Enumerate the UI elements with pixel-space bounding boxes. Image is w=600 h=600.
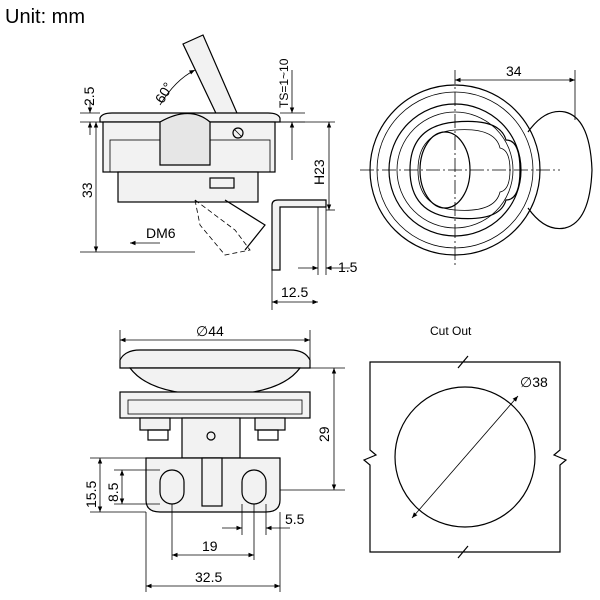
cutout-view: Cut Out ∅38 bbox=[362, 324, 568, 559]
dim-33: 33 bbox=[79, 182, 95, 198]
latch-plate bbox=[271, 199, 327, 271]
dim-19: 19 bbox=[202, 538, 218, 554]
h-label: H23 bbox=[311, 159, 327, 185]
plate-outline bbox=[362, 355, 568, 559]
handle-raised bbox=[182, 34, 241, 127]
dim-15-5: 15.5 bbox=[83, 481, 99, 508]
dim-1-5: 1.5 bbox=[338, 259, 358, 275]
dim-5-5: 5.5 bbox=[285, 511, 305, 527]
ts-label: TS=1~10 bbox=[277, 58, 291, 108]
side-view: 60° 2.5 33 DM6 TS=1~10 H23 1.5 bbox=[79, 34, 358, 310]
dim-8-5: 8.5 bbox=[105, 482, 121, 502]
unit-label: Unit: mm bbox=[5, 6, 85, 28]
finger-pull bbox=[409, 120, 521, 220]
back-view: 34 bbox=[360, 63, 593, 265]
dim-29: 29 bbox=[316, 426, 332, 442]
front-view: ∅44 29 15.5 8. bbox=[83, 323, 345, 592]
dia-38: ∅38 bbox=[520, 374, 548, 390]
dim-32-5: 32.5 bbox=[195, 569, 222, 585]
angle-label: 60° bbox=[152, 80, 176, 106]
dim-2-5: 2.5 bbox=[81, 86, 97, 106]
cutout-circle bbox=[394, 386, 536, 528]
dm-label: DM6 bbox=[146, 225, 176, 241]
cutout-title: Cut Out bbox=[430, 324, 472, 338]
dim-34: 34 bbox=[506, 63, 522, 79]
screw-icon bbox=[232, 127, 244, 139]
dim-12-5: 12.5 bbox=[281, 284, 308, 300]
shaft bbox=[201, 457, 223, 507]
front-flange bbox=[119, 349, 311, 369]
dia-44: ∅44 bbox=[196, 323, 224, 339]
